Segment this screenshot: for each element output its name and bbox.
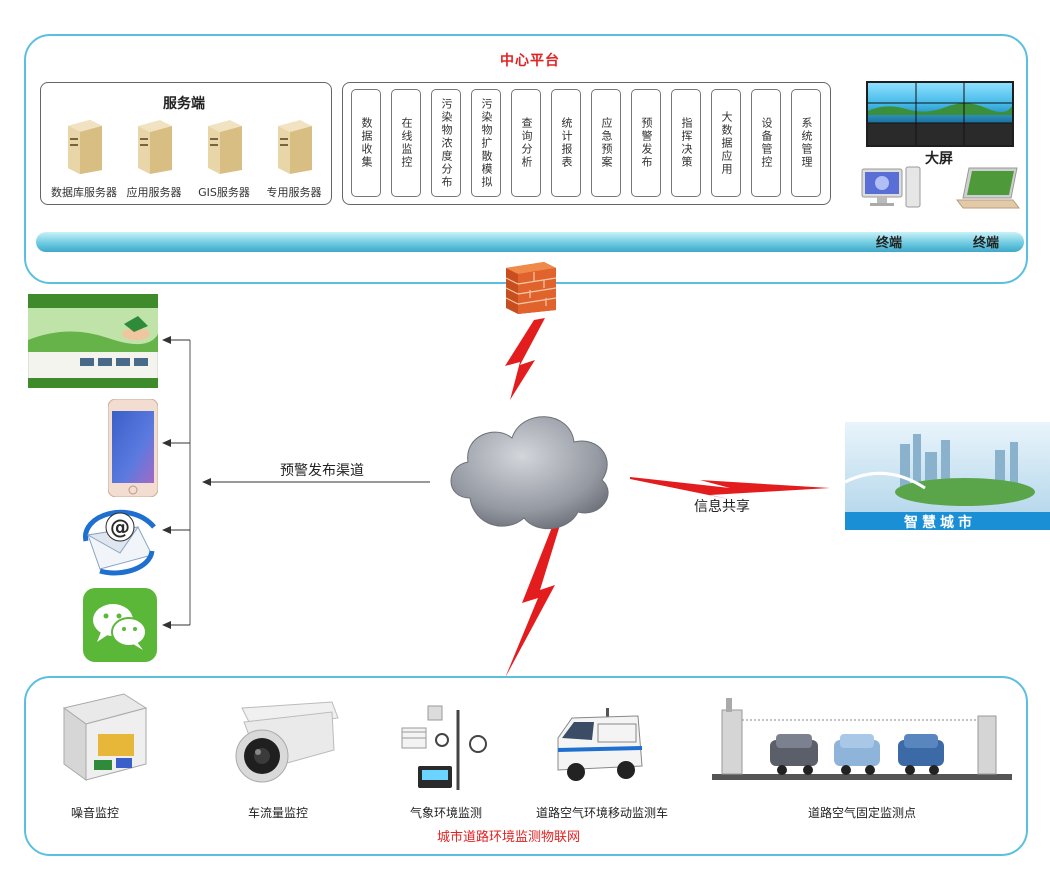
central-platform-title: 中心平台 xyxy=(500,53,560,69)
module-pollutant-diffusion: 污染物扩散模拟 xyxy=(471,89,501,197)
module-device-control: 设备管控 xyxy=(751,89,781,197)
video-wall-icon xyxy=(866,81,1014,151)
module-statistics-report: 统计报表 xyxy=(551,89,581,197)
iot-title: 城市道路环境监测物联网 xyxy=(437,830,581,845)
dedicated-server-icon xyxy=(274,116,314,180)
monitoring-vehicle-icon xyxy=(548,704,648,794)
module-system-management: 系统管理 xyxy=(791,89,821,197)
warning-channel-label: 预警发布渠道 xyxy=(280,463,364,479)
device-label-noise: 噪音监控 xyxy=(70,806,120,820)
smart-city-image xyxy=(844,422,1050,534)
smartphone-icon xyxy=(107,398,159,501)
terminal-label: 终端 xyxy=(876,236,903,251)
traffic-camera-icon xyxy=(222,698,342,794)
firewall-icon xyxy=(504,260,558,320)
big-screen-label: 大屏 xyxy=(925,151,953,167)
website-icon xyxy=(27,293,159,392)
server-label: 应用服务器 xyxy=(126,186,182,199)
database-server-icon xyxy=(64,116,104,180)
weather-station-icon xyxy=(398,700,498,800)
module-data-collection: 数据收集 xyxy=(351,89,381,197)
module-online-monitoring: 在线监控 xyxy=(391,89,421,197)
app-server-icon xyxy=(134,116,174,180)
wechat-icon xyxy=(83,588,157,666)
module-query-analysis: 查询分析 xyxy=(511,89,541,197)
server-label: GIS服务器 xyxy=(198,186,250,199)
info-share-label: 信息共享 xyxy=(694,499,750,515)
lightning-bolt xyxy=(505,525,560,678)
terminal-label: 终端 xyxy=(973,236,1000,251)
lightning-bolt xyxy=(630,477,830,501)
device-label-traffic: 车流量监控 xyxy=(247,806,309,820)
network-bus xyxy=(36,232,1024,252)
server-group-title: 服务端 xyxy=(163,96,205,112)
module-command-decision: 指挥决策 xyxy=(671,89,701,197)
module-warning-release: 预警发布 xyxy=(631,89,661,197)
fixed-monitoring-point-icon xyxy=(712,690,1012,794)
cloud-icon xyxy=(440,398,620,542)
device-label-vehicle: 道路空气环境移动监测车 xyxy=(535,806,669,820)
svg-text:@: @ xyxy=(110,515,130,539)
lightning-bolt xyxy=(505,318,545,400)
smart-city-label: 智慧城市 xyxy=(904,515,976,531)
module-pollutant-concentration: 污染物浓度分布 xyxy=(431,89,461,197)
server-label: 专用服务器 xyxy=(266,186,322,199)
module-emergency-plan: 应急预案 xyxy=(591,89,621,197)
noise-monitor-icon xyxy=(54,688,150,788)
device-label-weather: 气象环境监测 xyxy=(409,806,483,820)
server-label: 数据库服务器 xyxy=(51,186,117,199)
gis-server-icon xyxy=(204,116,244,180)
laptop-icon xyxy=(955,166,1021,214)
desktop-computer-icon xyxy=(860,165,924,215)
module-big-data: 大数据应用 xyxy=(711,89,741,197)
device-label-fixed-point: 道路空气固定监测点 xyxy=(807,806,917,820)
modules-box xyxy=(342,82,831,205)
email-icon: @ xyxy=(80,505,160,581)
